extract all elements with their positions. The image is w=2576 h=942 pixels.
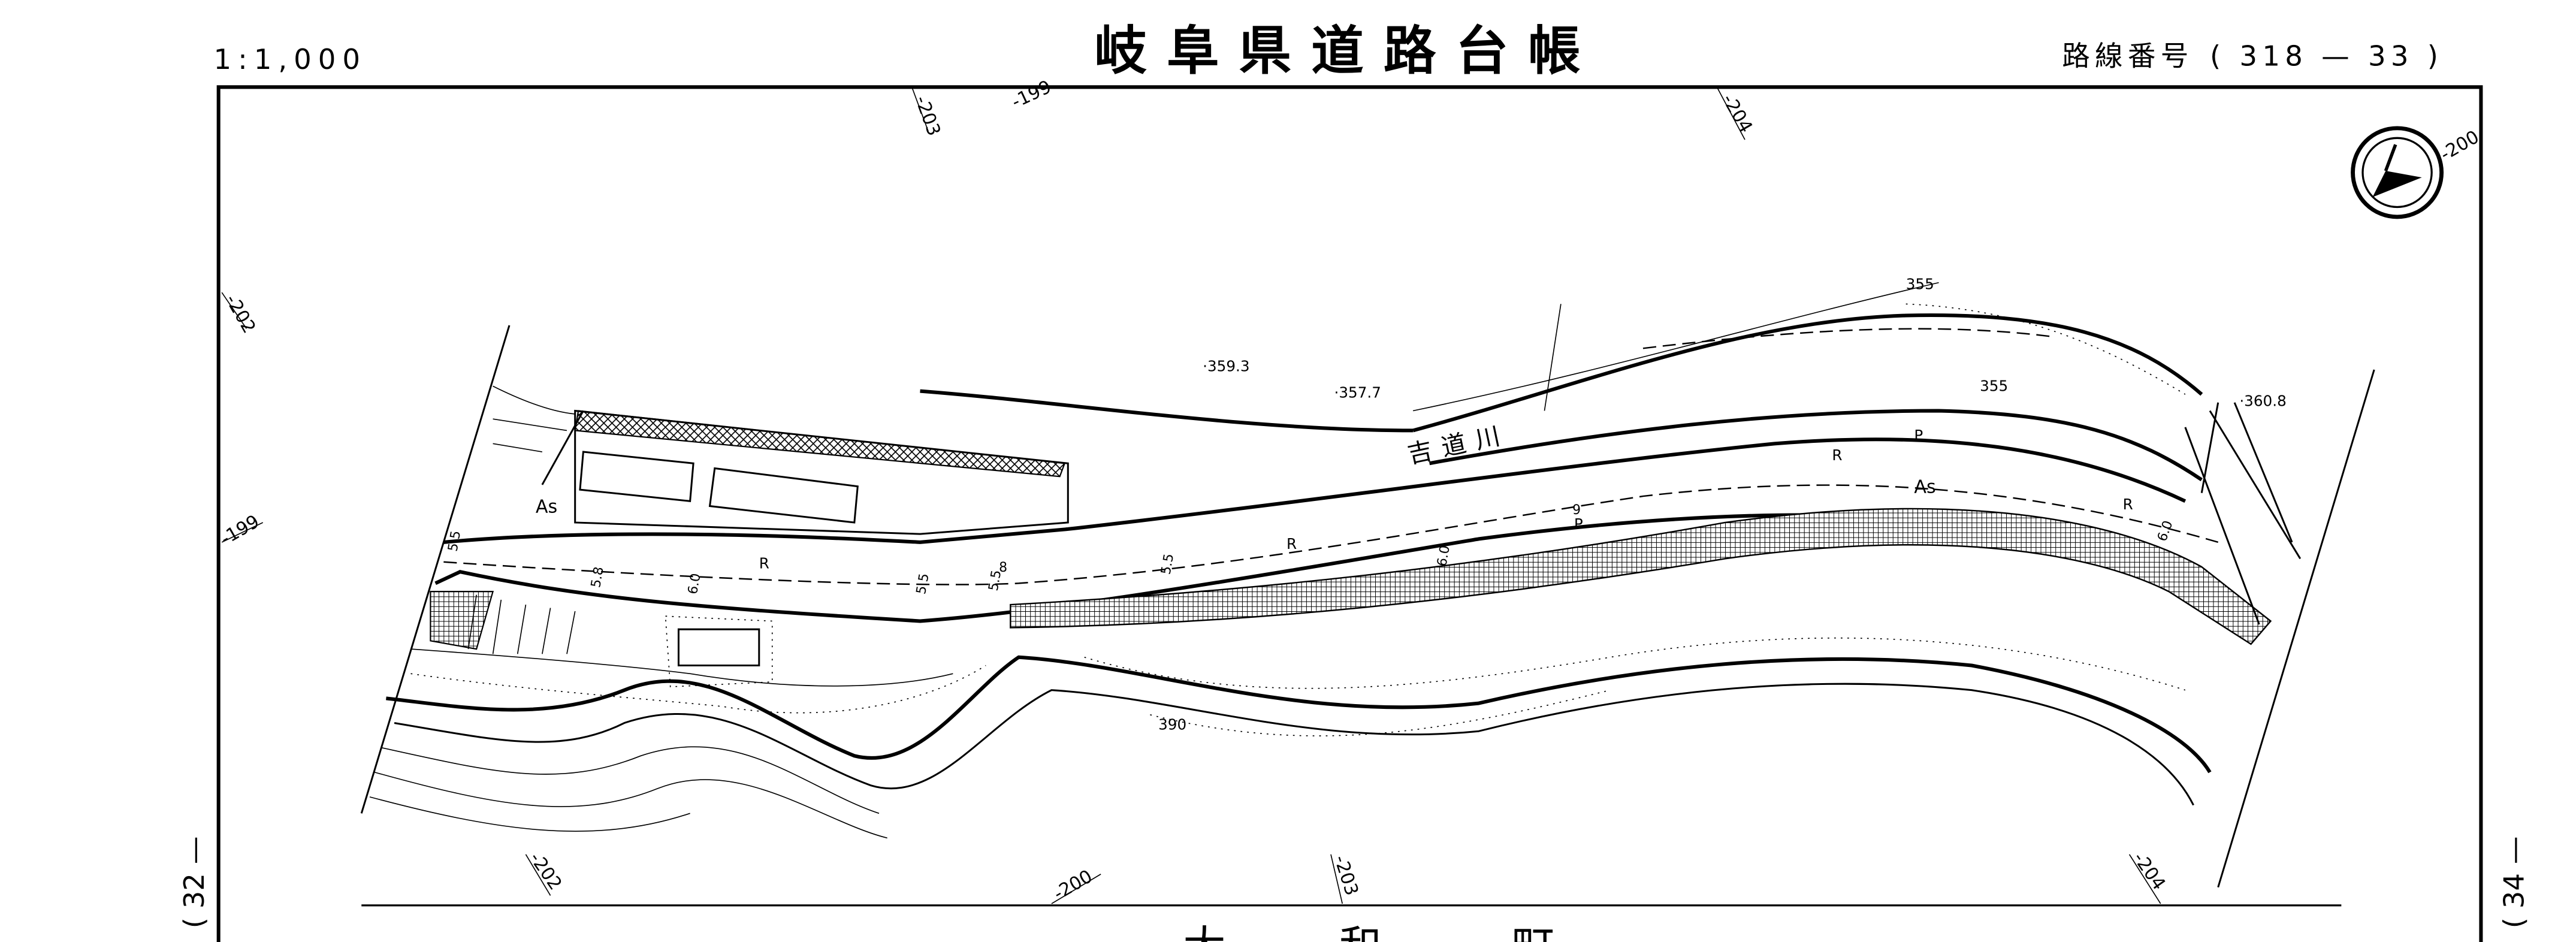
- place-name-char: 町: [1512, 922, 1554, 942]
- elevation-label: ·360.8: [2239, 392, 2286, 409]
- width-label: 6.0: [1435, 544, 1453, 567]
- elevation-label: ·359.3: [1203, 358, 1249, 375]
- route-number: ( 318 — 33 ): [2210, 40, 2443, 73]
- adjacent-sheet-right: ( 34 —: [2498, 836, 2530, 928]
- width-label: 5.5: [914, 572, 932, 596]
- place-name-char: 和: [1339, 922, 1382, 942]
- width-label: 5.8: [588, 566, 607, 589]
- road-label: R: [759, 555, 769, 572]
- grid-label: -203: [1330, 853, 1362, 898]
- grid-label: -204: [1718, 90, 1757, 137]
- grid-label: -200: [2437, 126, 2483, 165]
- map-drawing: [360, 282, 2375, 888]
- route-label: 路線番号: [2062, 40, 2193, 73]
- contour-label: 355: [1980, 378, 2008, 395]
- contour-label: 355: [1906, 276, 1934, 293]
- scale-label: 1:1,000: [213, 43, 367, 76]
- grid-label: -200: [1050, 866, 1096, 905]
- map-title: 岐阜県道路台帳: [1094, 20, 1600, 81]
- width-label: 5.5: [1159, 552, 1177, 576]
- grid-label: -204: [2129, 849, 2170, 894]
- contour-label: 390: [1158, 715, 1186, 733]
- road-label: R: [1832, 446, 1842, 464]
- width-label: 8: [999, 560, 1007, 575]
- north-arrow-icon: [2351, 126, 2444, 219]
- grid-label: -199: [1008, 77, 1055, 113]
- road-label: P: [1914, 427, 1923, 444]
- road-label: R: [1287, 535, 1297, 552]
- road-label: R: [2123, 496, 2133, 513]
- road-label: P: [1574, 515, 1583, 533]
- adjacent-sheet-left: ( 32 —: [178, 836, 210, 928]
- width-label: 6.0: [2155, 519, 2176, 544]
- surface-label: As: [536, 497, 557, 518]
- grid-label: -202: [221, 291, 260, 337]
- elevation-label: ·357.7: [1334, 384, 1381, 401]
- grid-label: -203: [911, 93, 944, 138]
- surface-label: As: [1914, 477, 1935, 498]
- width-label: 9: [1572, 503, 1581, 518]
- place-name-char: 大: [1183, 922, 1225, 942]
- width-label: 5.5: [986, 569, 1005, 592]
- grid-label: -199: [217, 511, 263, 550]
- map-frame: [216, 85, 2483, 942]
- width-label: 5.5: [446, 530, 464, 553]
- width-label: 6.0: [685, 572, 704, 596]
